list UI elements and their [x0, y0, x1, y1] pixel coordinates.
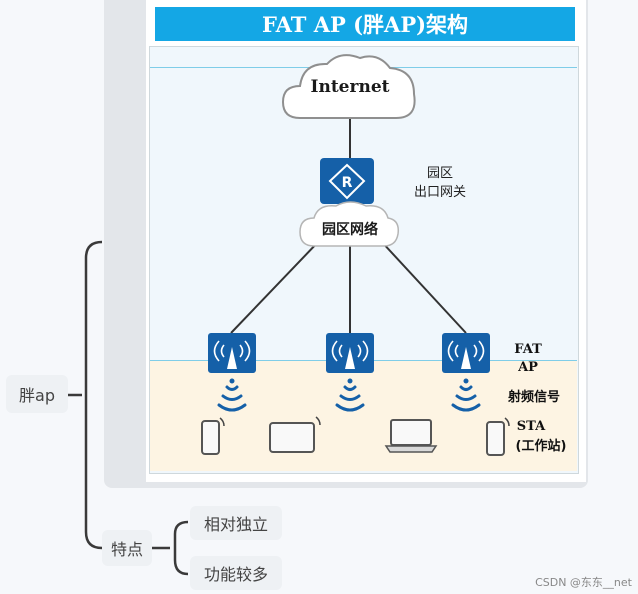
fat-ap-label-line2: AP — [518, 360, 538, 375]
watermark: CSDN @东东__net — [535, 576, 632, 589]
wifi-signal-icon — [217, 378, 247, 412]
gateway-label-line1: 园区 — [426, 166, 453, 181]
sta-label-line2: (工作站) — [515, 439, 567, 454]
diagram-title: FAT AP (胖AP)架构 — [155, 7, 575, 41]
access-point-icon — [442, 333, 490, 373]
phone-icon — [201, 417, 225, 455]
rf-signal-label: 射频信号 — [507, 390, 560, 405]
sta-label-line1: STA — [516, 419, 546, 434]
mindmap-feature-item[interactable]: 相对独立 — [190, 506, 282, 540]
station-zone — [150, 360, 577, 471]
mindmap-root-node[interactable]: 胖ap — [6, 375, 68, 413]
access-point-icon — [326, 333, 374, 373]
campus-network-cloud-icon — [299, 201, 400, 247]
svg-text:R: R — [342, 175, 353, 191]
mindmap-connectors — [68, 240, 189, 576]
cloud-icon — [281, 54, 416, 119]
wifi-signal-icon — [335, 378, 365, 412]
wifi-signal-icon — [451, 378, 481, 412]
mindmap-feature-item[interactable]: 功能较多 — [190, 556, 282, 590]
network-links — [230, 118, 467, 334]
gateway-label-line2: 出口网关 — [413, 185, 466, 200]
internet-label: Internet — [310, 77, 390, 97]
fat-ap-label-line1: FAT — [514, 342, 542, 357]
laptop-icon — [384, 419, 438, 453]
router-icon: R — [320, 158, 374, 204]
mindmap-features-node[interactable]: 特点 — [102, 530, 152, 566]
access-point-icon — [208, 333, 256, 373]
campus-network-label: 园区网络 — [322, 222, 378, 238]
tablet-icon — [269, 416, 321, 453]
phone-icon — [486, 417, 510, 456]
